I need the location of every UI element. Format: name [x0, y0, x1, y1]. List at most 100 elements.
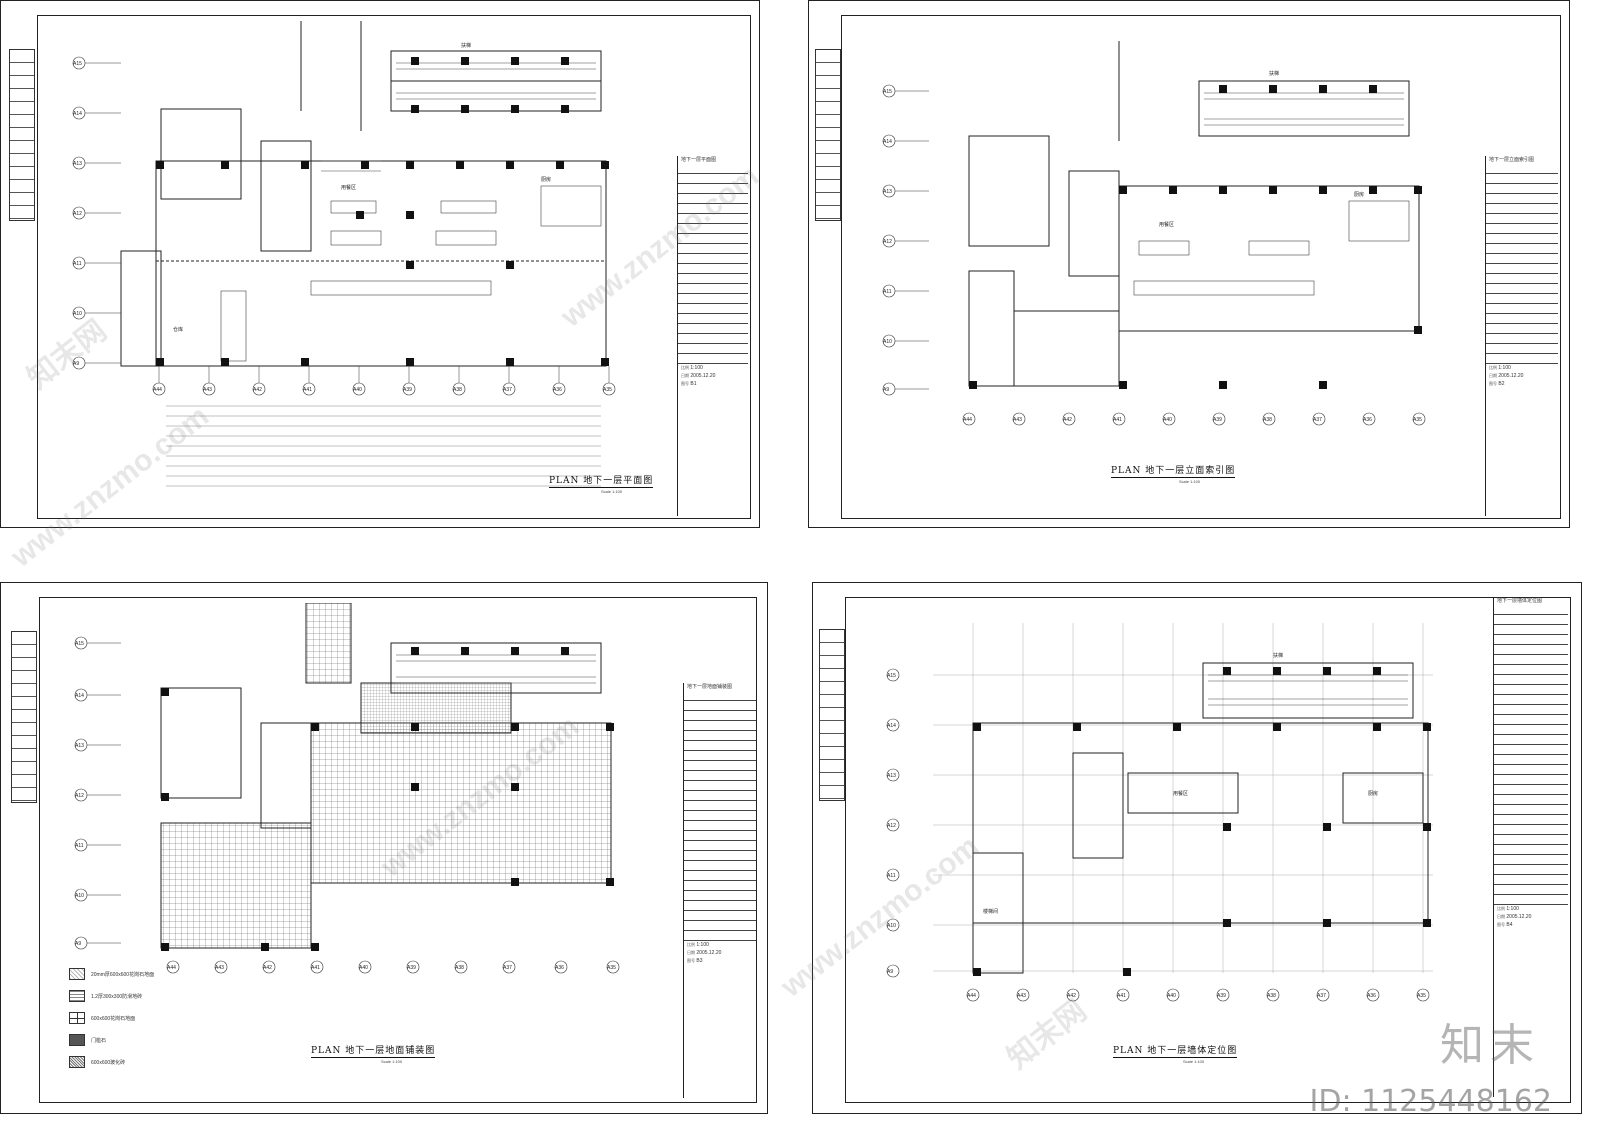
title-block-name: 地下一层地面铺装图	[687, 684, 733, 690]
grid-label-row: A9	[75, 941, 81, 947]
floor-plan-drawing: A15 A14 A13 A12 A11 A10 A9 A44 A43 A42 A…	[72, 21, 616, 487]
grid-label-col: A43	[1013, 417, 1022, 423]
grid-label-col: A35	[1417, 993, 1426, 999]
grid-label-col: A40	[1167, 993, 1176, 999]
drawing-frame	[845, 597, 1571, 1103]
tb-date-label: 日期	[1489, 373, 1497, 378]
grid-label-col: A40	[359, 965, 368, 971]
grid-label-row: A14	[75, 693, 84, 699]
grid-label-col: A40	[353, 387, 362, 393]
grid-label-col: A43	[215, 965, 224, 971]
grid-label-col: A41	[303, 387, 312, 393]
tb-sheet-no: B4	[1506, 922, 1513, 928]
drawing-frame	[841, 15, 1561, 519]
grid-label-col: A42	[1067, 993, 1076, 999]
grid-label-row: A11	[73, 261, 82, 267]
sheet-margin-strip	[9, 49, 35, 221]
grid-label-row: A13	[883, 189, 892, 195]
grid-label-row: A10	[75, 893, 84, 899]
grid-label-row: A11	[75, 843, 84, 849]
sheet-title: PLAN 地下一层立面索引图	[1111, 463, 1236, 478]
grid-label-col: A38	[455, 965, 464, 971]
tb-date-label: 日期	[1497, 914, 1505, 919]
grid-label-col: A35	[1413, 417, 1422, 423]
brand-logo-text: 知末	[1440, 1020, 1540, 1071]
sheet-title: PLAN 地下一层地面铺装图	[311, 1043, 436, 1058]
sheet-title: PLAN 地下一层墙体定位图	[1113, 1043, 1238, 1058]
grid-label-col: A42	[1063, 417, 1072, 423]
title-block-name: 地下一层墙体定位图	[1497, 598, 1543, 604]
grid-label-col: A36	[1367, 993, 1376, 999]
grid-label-row: A12	[883, 239, 892, 245]
room-label-escalator: 扶梯	[1273, 652, 1283, 659]
grid-label-col: A37	[1317, 993, 1326, 999]
grid-label-col: A42	[253, 387, 262, 393]
grid-label-row: A15	[73, 61, 82, 67]
legend-swatch-icon	[69, 1012, 85, 1024]
tb-scale: 1:100	[1506, 906, 1519, 912]
wall-setout-drawing: A15 A14 A13 A12 A11 A10 A9 A44 A43 A42 A…	[886, 623, 1433, 1002]
tb-scale: 1:100	[690, 365, 703, 371]
grid-label-col: A35	[607, 965, 616, 971]
sheet-scale: Scale 1:100	[601, 489, 623, 494]
grid-label-col: A41	[1117, 993, 1126, 999]
room-label-kitchen: 厨房	[541, 176, 551, 183]
elevation-index-drawing: A15 A14 A13 A12 A11 A10 A9 A44 A43 A42 A…	[882, 41, 1426, 426]
grid-label-row: A11	[883, 289, 892, 295]
grid-label-row: A10	[887, 923, 896, 929]
grid-label-col: A36	[553, 387, 562, 393]
grid-label-col: A42	[263, 965, 272, 971]
grid-label-col: A38	[1267, 993, 1276, 999]
tb-date: 2005.12.20	[690, 373, 716, 379]
grid-label-row: A12	[75, 793, 84, 799]
grid-label-row: A15	[75, 641, 84, 647]
grid-label-row: A13	[75, 743, 84, 749]
floor-finish-drawing: A15 A14 A13 A12 A11 A10 A9 A44 A43 A42 A…	[74, 603, 620, 974]
room-label-escalator: 扶梯	[1269, 70, 1279, 77]
grid-label-row: A9	[883, 387, 889, 393]
sheet-wall-setout: A15 A14 A13 A12 A11 A10 A9 A44 A43 A42 A…	[812, 582, 1582, 1114]
grid-label-row: A13	[73, 161, 82, 167]
room-label-store: 仓库	[173, 326, 183, 333]
room-label-seating: 用餐区	[341, 184, 356, 191]
grid-label-col: A44	[167, 965, 176, 971]
sheet-scale: Scale 1:100	[1183, 1059, 1205, 1064]
grid-label-row: A13	[887, 773, 896, 779]
title-block-name: 地下一层平面图	[681, 157, 717, 163]
drawing-frame	[37, 15, 751, 519]
sheet-elevation-index: A15 A14 A13 A12 A11 A10 A9 A44 A43 A42 A…	[808, 0, 1570, 528]
drawing-frame	[39, 597, 757, 1103]
legend-item: 1.2厚300x300防滑地砖	[69, 985, 154, 1007]
legend-swatch-icon	[69, 1034, 85, 1046]
grid-label-row: A15	[887, 673, 896, 679]
room-label-kitchen: 厨房	[1354, 191, 1364, 198]
tb-scale-label: 比例	[687, 942, 695, 947]
grid-label-col: A35	[603, 387, 612, 393]
room-label-seating: 用餐区	[1173, 790, 1188, 797]
sheet-margin-strip	[815, 49, 841, 221]
asset-id: ID: 1125448162	[1309, 1084, 1552, 1119]
sheet-scale: Scale 1:100	[1179, 479, 1201, 484]
title-block-name: 地下一层立面索引图	[1489, 157, 1535, 163]
sheet-title: PLAN 地下一层平面图	[549, 473, 654, 488]
tb-date-label: 日期	[687, 950, 695, 955]
legend-swatch-icon	[69, 990, 85, 1002]
tb-scale: 1:100	[1498, 365, 1511, 371]
tb-date: 2005.12.20	[696, 950, 722, 956]
grid-label-col: A39	[1213, 417, 1222, 423]
sheet-scale: Scale 1:100	[381, 1059, 403, 1064]
grid-label-row: A14	[73, 111, 82, 117]
sheet-margin-strip	[11, 631, 37, 803]
room-label-seating: 用餐区	[1159, 221, 1174, 228]
grid-label-row: A12	[73, 211, 82, 217]
grid-label-col: A41	[1113, 417, 1122, 423]
grid-label-col: A40	[1163, 417, 1172, 423]
title-block: 地下一层地面铺装图 比例 1:100 日期 2005.12.20 图号 B3	[683, 683, 756, 1098]
tb-sheet-no: B3	[696, 958, 703, 964]
legend-swatch-icon	[69, 968, 85, 980]
grid-label-col: A36	[1363, 417, 1372, 423]
tb-scale-label: 比例	[1489, 365, 1497, 370]
grid-label-col: A39	[407, 965, 416, 971]
title-block: 地下一层墙体定位图 比例 1:100 日期 2005.12.20 图号 B4	[1493, 597, 1568, 1097]
grid-label-col: A44	[153, 387, 162, 393]
